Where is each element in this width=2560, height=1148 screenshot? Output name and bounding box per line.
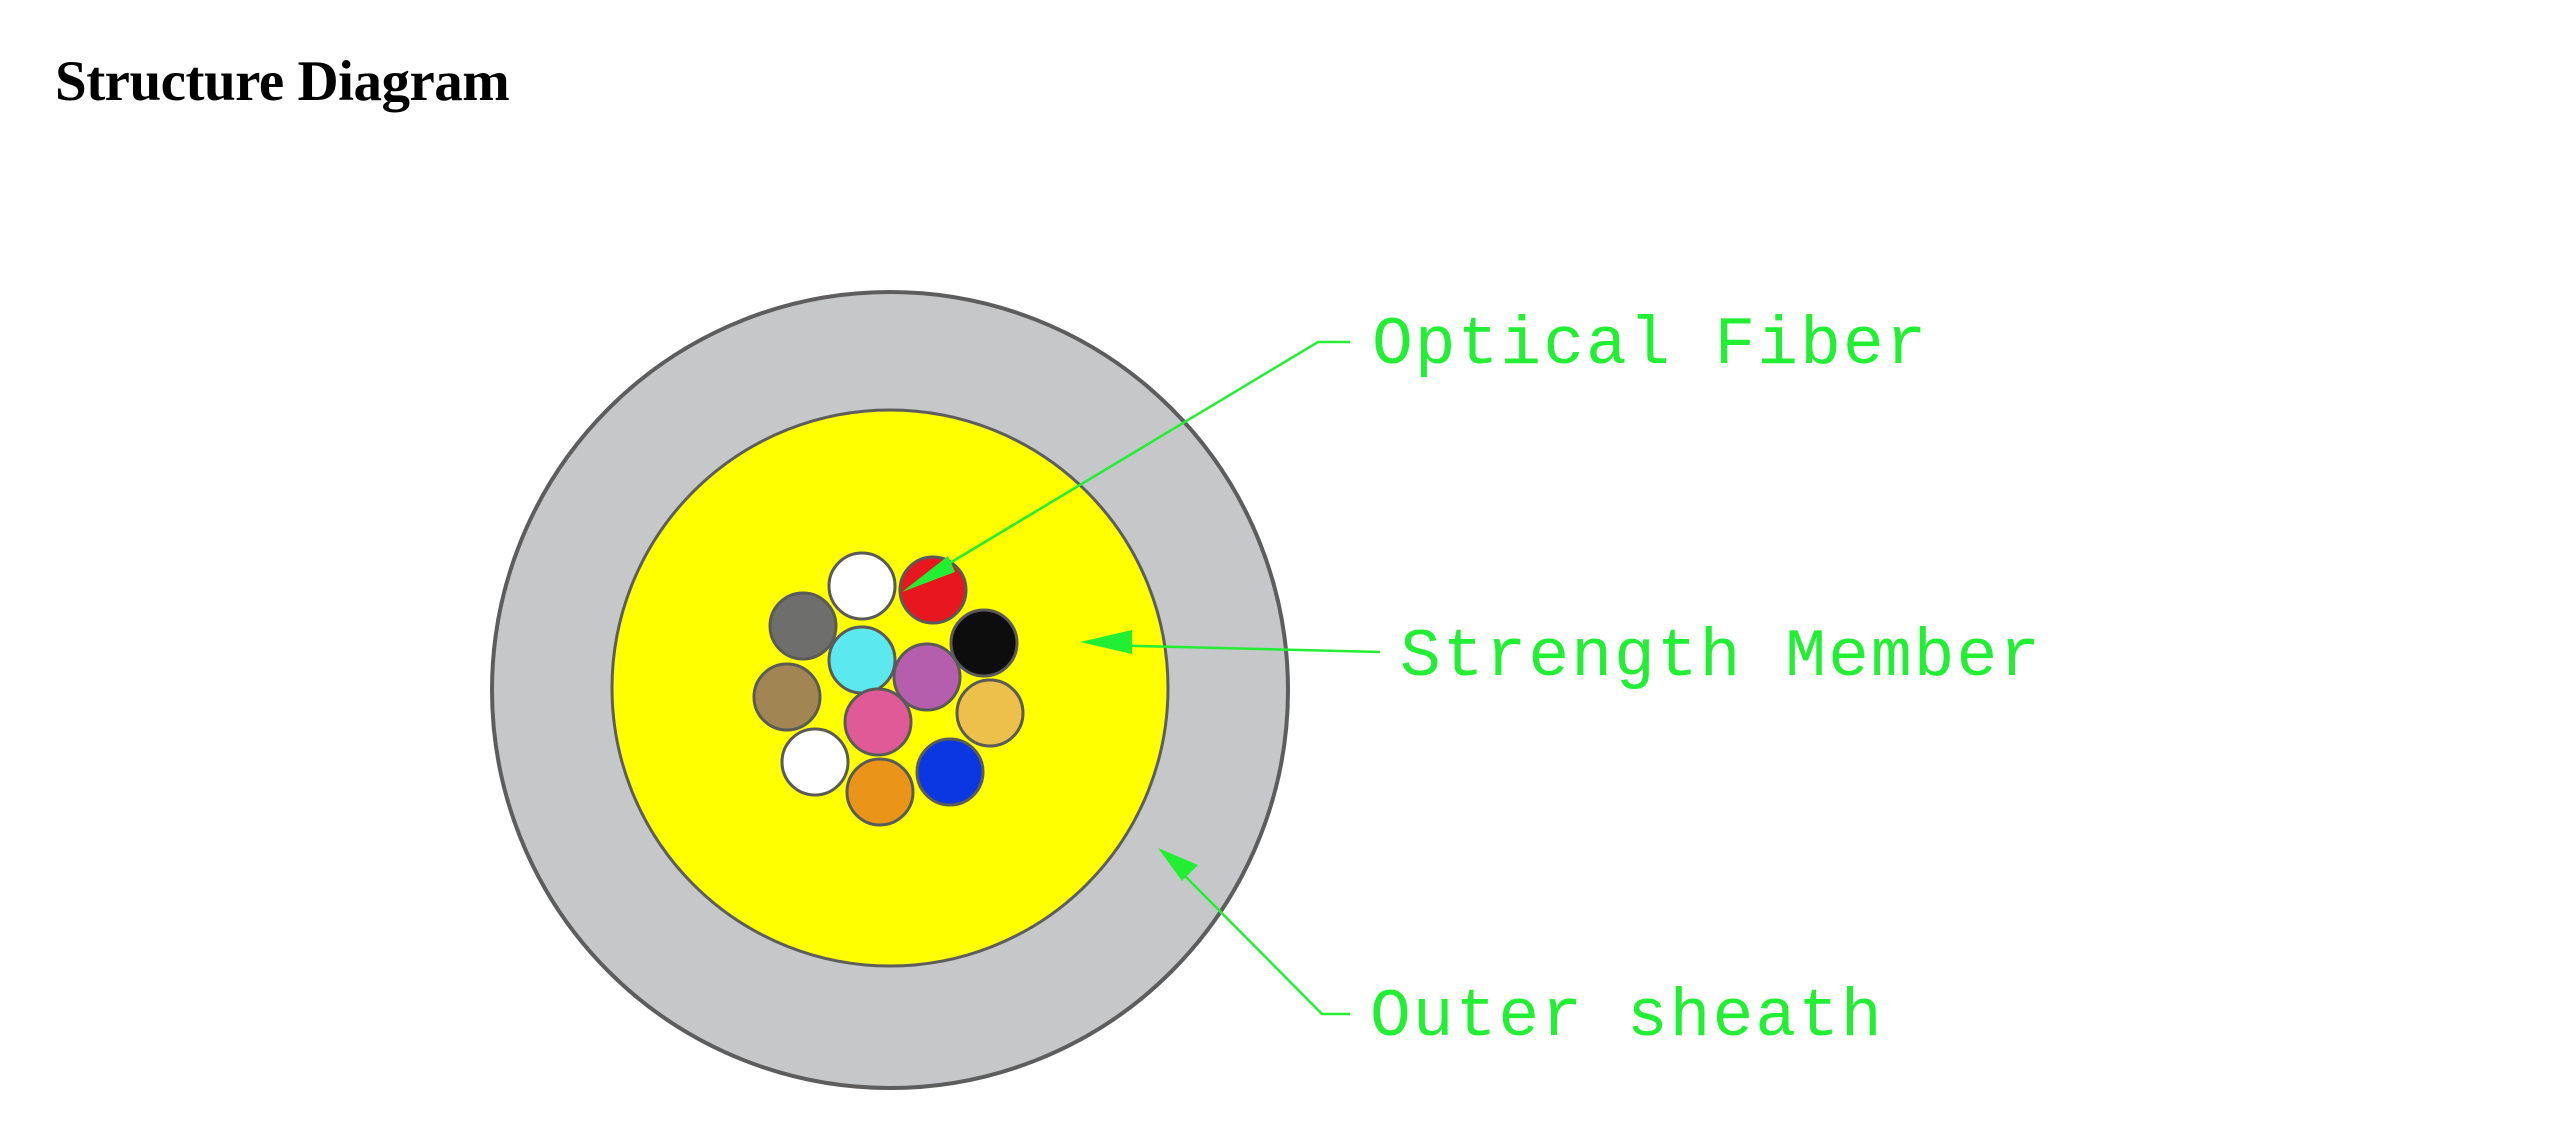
optical-fiber-violet	[892, 642, 962, 712]
optical-fiber-bundle	[752, 551, 1025, 827]
strength-member-label: Strength Member	[1400, 619, 2042, 696]
optical-fiber-aqua	[827, 625, 897, 695]
optical-fiber-white	[827, 551, 897, 621]
optical-fiber-white	[780, 727, 850, 797]
outer-sheath-arrowhead	[1158, 848, 1198, 881]
strength-member-arrowhead	[1080, 630, 1132, 654]
callout-optical-fiber: Optical Fiber	[902, 307, 1929, 592]
optical-fiber-yellow	[955, 678, 1025, 748]
page-title: Structure Diagram	[55, 50, 510, 113]
optical-fiber-slate	[768, 591, 838, 661]
optical-fiber-red	[898, 555, 968, 625]
optical-fiber-orange	[845, 757, 915, 827]
optical-fiber-rose	[843, 687, 913, 757]
optical-fiber-arrowhead	[902, 556, 955, 592]
callout-strength-member: Strength Member	[1080, 619, 2042, 696]
outer-sheath-leader-line	[1181, 872, 1350, 1016]
optical-fiber-label: Optical Fiber	[1372, 307, 1929, 384]
optical-fiber-brown	[752, 662, 822, 732]
callout-outer-sheath: Outer sheath	[1158, 848, 1884, 1056]
optical-fiber-black	[949, 608, 1019, 678]
outer-sheath-label: Outer sheath	[1370, 979, 1884, 1056]
optical-fiber-blue	[915, 737, 985, 807]
optical-fiber-leader-line	[934, 340, 1350, 574]
strength-member	[610, 408, 1170, 968]
strength-member-leader-line	[1099, 643, 1381, 654]
